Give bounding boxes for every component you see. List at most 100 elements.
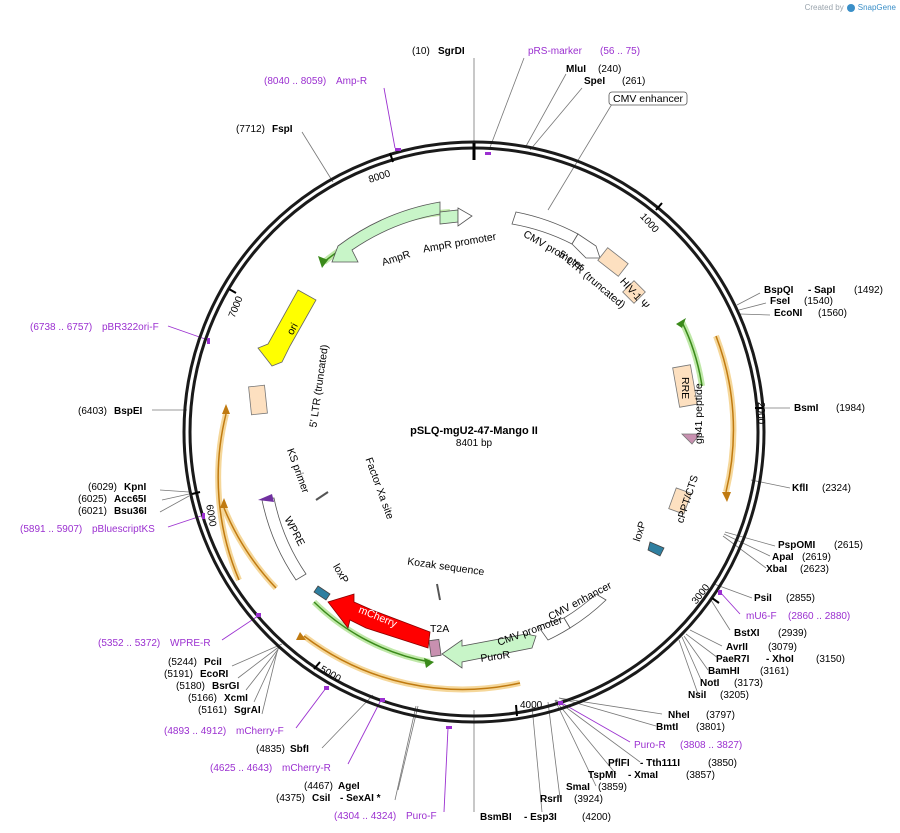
- snapgene-logo-icon: [846, 3, 855, 12]
- site-xcmi-pos: (5166): [188, 693, 217, 704]
- primer-mcherry-f-range: (4893 .. 4912): [164, 726, 226, 737]
- site-esp3i-name: - Esp3I: [524, 812, 557, 823]
- loxp-left-label: loxP: [330, 562, 351, 586]
- primer-prs-marker-range: (56 .. 75): [600, 46, 640, 57]
- backbone-outer-ring: [182, 140, 766, 724]
- factor-xa-mark: [315, 491, 329, 501]
- snapgene-credit: Created by SnapGene: [805, 3, 896, 12]
- ampr-promoter-label: AmpR promoter: [422, 231, 498, 256]
- primer-amp-r-range: (8040 .. 8059): [264, 76, 326, 87]
- cppt-box: [668, 487, 692, 515]
- site-bsmi-name: BsmI: [794, 403, 819, 414]
- site-apai-pos: (2619): [802, 552, 831, 563]
- site-pspomi-name: PspOMI: [778, 540, 815, 551]
- site-csii-pos: (4375): [276, 793, 305, 804]
- site-bsmbi-pos: (4200): [582, 812, 611, 823]
- site-sexai-name: - SexAI *: [340, 793, 381, 804]
- site-fsei-pos: (1540): [804, 296, 833, 307]
- cmv-promoter2-arrow: [537, 617, 571, 641]
- site-nsii-name: NsiI: [688, 690, 707, 701]
- primer-wpre-r-name: WPRE-R: [170, 638, 211, 649]
- site-smai-name: SmaI: [566, 782, 590, 793]
- site-bspei-name: BspEI: [114, 406, 143, 417]
- site-kpni-pos: (6029): [88, 482, 117, 493]
- green-feature-halos: [311, 209, 705, 665]
- site-bstxi-pos: (2939): [778, 628, 807, 639]
- site-fsei-name: FseI: [770, 296, 790, 307]
- primer-mcherry-f-name: mCherry-F: [236, 726, 284, 737]
- ampr-promoter-box: [439, 209, 459, 225]
- primer-puro-f-name: Puro-F: [406, 811, 437, 822]
- primer-leader-lines: [167, 87, 741, 813]
- t2a-label: T2A: [430, 623, 449, 635]
- rre-box: [672, 364, 698, 408]
- ampr-arrow: [331, 201, 441, 263]
- orange-feature-arcs: [217, 335, 735, 691]
- kozak-mark: [436, 583, 441, 601]
- primer-puro-r-range: (3808 .. 3827): [680, 740, 742, 751]
- site-kpni-name: KpnI: [124, 482, 146, 493]
- tick-label-8000: 8000: [367, 168, 392, 185]
- tick-label-6000: 6000: [203, 504, 218, 528]
- site-bspqi-name: BspQI: [764, 285, 794, 296]
- site-bsmbi-name: BsmBI: [480, 812, 512, 823]
- primer-puro-r-name: Puro-R: [634, 740, 666, 751]
- site-leader-lines: [152, 57, 791, 813]
- site-mlui-name: MluI: [566, 64, 586, 75]
- ori-label: ori: [285, 321, 301, 337]
- site-acc65i-pos: (6025): [78, 494, 107, 505]
- site-avrii-name: AvrII: [726, 642, 748, 653]
- primer-labels: pRS-marker (56 .. 75) (8040 .. 8059) Amp…: [20, 46, 850, 822]
- loxp-left-arrow: [313, 585, 331, 601]
- tick-label-2000: 2000: [755, 402, 766, 425]
- primer-mcherry-r-range: (4625 .. 4643): [210, 763, 272, 774]
- site-econi-pos: (1560): [818, 308, 847, 319]
- site-bsu36i-pos: (6021): [78, 506, 107, 517]
- primer-pbluescriptks-range: (5891 .. 5907): [20, 524, 82, 535]
- credit-brand: SnapGene: [857, 3, 896, 12]
- site-nhei-pos: (3797): [706, 710, 735, 721]
- site-agei-name: AgeI: [338, 781, 360, 792]
- rre-label: RRE: [679, 377, 691, 399]
- primer-pbluescriptks-name: pBluescriptKS: [92, 524, 155, 535]
- site-xcmi-name: XcmI: [224, 693, 248, 704]
- site-spei-name: SpeI: [584, 76, 605, 87]
- site-bmti-name: BmtI: [656, 722, 678, 733]
- hiv-psi-box: [622, 280, 646, 304]
- primer-wpre-r-range: (5352 .. 5372): [98, 638, 160, 649]
- site-kfli-pos: (2324): [822, 483, 851, 494]
- site-xhoi-name: - XhoI: [766, 654, 794, 665]
- primer-prs-marker-name: pRS-marker: [528, 46, 583, 57]
- kozak-label: Kozak sequence: [407, 556, 486, 579]
- site-tspmi-name: TspMI: [588, 770, 616, 781]
- site-bsu36i-name: Bsu36I: [114, 506, 147, 517]
- primer-marks: [202, 148, 722, 729]
- site-bsrgi-name: BsrGI: [212, 681, 239, 692]
- restriction-site-labels: (10) SgrDI MluI (240) SpeI (261) BspQI -…: [78, 46, 883, 823]
- site-apai-name: ApaI: [772, 552, 794, 563]
- site-kfli-name: KflI: [792, 483, 808, 494]
- site-sgrai-name: SgrAI: [234, 705, 261, 716]
- ltr5b-label: 5' LTR (truncated): [307, 344, 331, 428]
- site-sgrai-pos: (5161): [198, 705, 227, 716]
- site-mlui-pos: (240): [598, 64, 621, 75]
- cmv-promoter-arrow: [571, 233, 601, 259]
- ks-primer-mark: [258, 494, 274, 502]
- cmv-enhancer-label: CMV enhancer: [613, 93, 684, 105]
- primer-mu6-f-name: mU6-F: [746, 611, 777, 622]
- site-pflfi-name: PflFI: [608, 758, 630, 769]
- site-sgrdi-name: SgrDI: [438, 46, 465, 57]
- site-pspomi-pos: (2615): [834, 540, 863, 551]
- green-arc-arrowheads: [318, 256, 686, 668]
- site-paer7i-name: PaeR7I: [716, 654, 750, 665]
- orange-arc-arrowheads: [220, 404, 731, 640]
- site-sbfi-name: SbfI: [290, 744, 309, 755]
- site-noti-name: NotI: [700, 678, 720, 689]
- primer-mcherry-r-name: mCherry-R: [282, 763, 331, 774]
- site-agei-pos: (4467): [304, 781, 333, 792]
- puror-arrow: [441, 633, 537, 669]
- site-paer7i-pos: (3150): [816, 654, 845, 665]
- site-smai-pos: (3859): [598, 782, 627, 793]
- site-bsmi-pos: (1984): [836, 403, 865, 414]
- site-pcii-name: PciI: [204, 657, 222, 668]
